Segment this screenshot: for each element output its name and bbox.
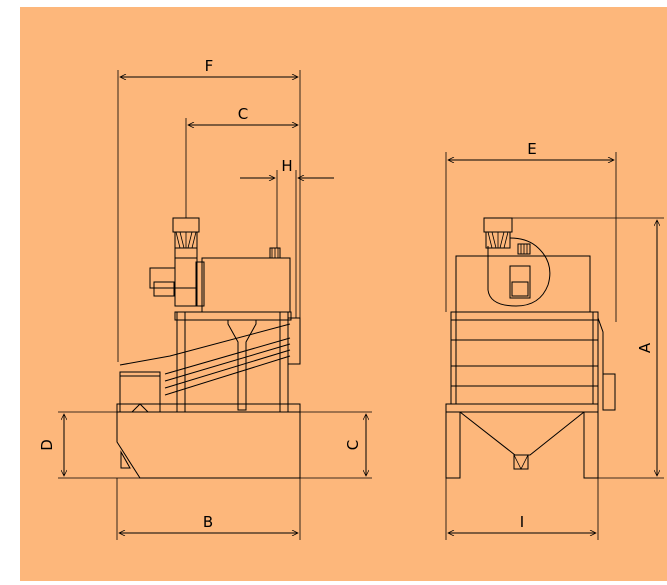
dim-C-right-label: C: [344, 440, 362, 450]
dim-I: I: [445, 478, 599, 540]
dim-C-top-label: C: [238, 105, 248, 123]
dim-E-label: E: [527, 140, 536, 158]
front-base: [445, 403, 599, 479]
side-motor-body: [195, 247, 291, 313]
dim-C-right: C: [300, 411, 372, 479]
front-view: E A I: [445, 140, 664, 540]
dim-B: B: [116, 478, 301, 540]
front-motor-box: [455, 255, 591, 313]
drawing-sheet: [20, 7, 667, 581]
dim-D-label: D: [38, 439, 56, 451]
side-view: F C H D C: [38, 57, 372, 540]
front-screen-box: [450, 311, 616, 411]
dim-H-label: H: [281, 157, 292, 175]
dim-D: D: [38, 411, 140, 479]
dim-H: H: [240, 157, 334, 318]
dim-A: A: [512, 217, 664, 479]
dim-F: F: [117, 57, 301, 362]
side-screen-deck: [119, 317, 301, 396]
dim-I-label: I: [520, 513, 524, 531]
side-hopper: [227, 319, 257, 411]
side-base-tank: [116, 403, 301, 479]
dim-A-label: A: [636, 342, 654, 353]
side-cyclone-pump: [149, 217, 200, 307]
dim-E: E: [445, 140, 617, 322]
dim-C-top: C: [185, 105, 298, 218]
front-cyclone: [483, 217, 551, 307]
dim-B-label: B: [203, 513, 213, 531]
side-left-block: [119, 371, 161, 413]
dim-F-label: F: [205, 57, 214, 75]
